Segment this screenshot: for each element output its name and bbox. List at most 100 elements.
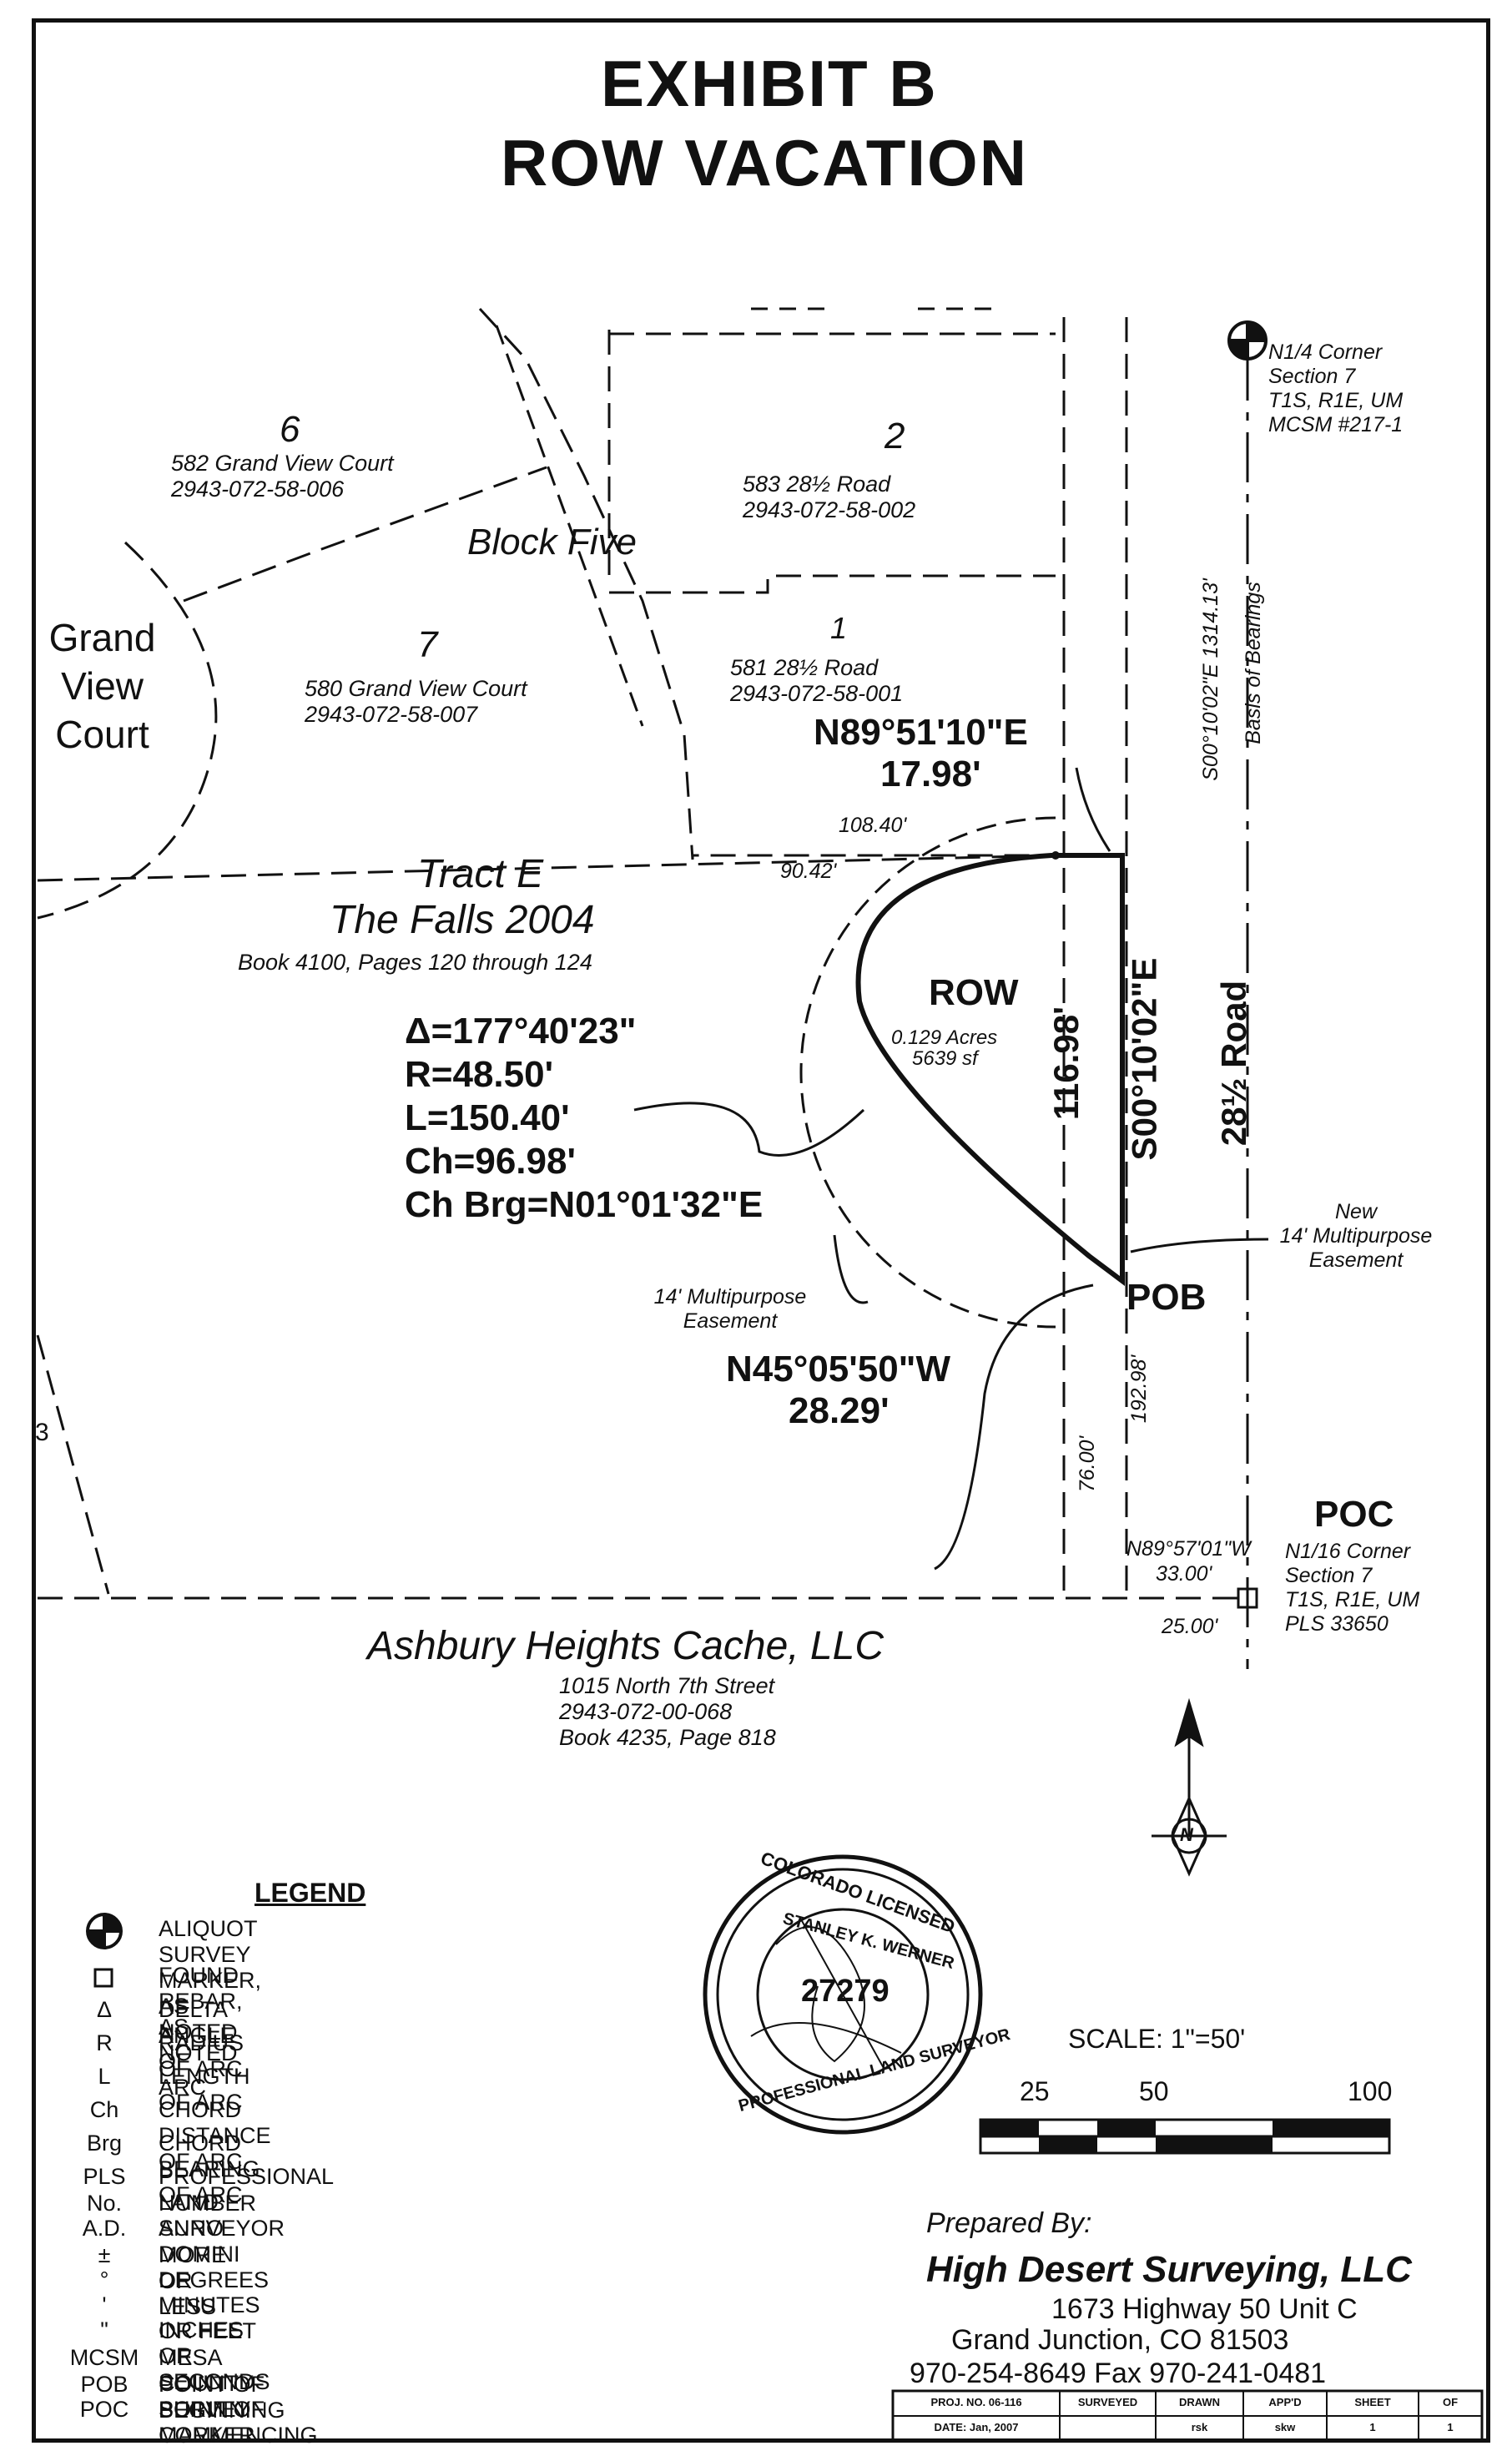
rebar-marker-icon: [1237, 1587, 1258, 1609]
easement-line: New: [1334, 1200, 1377, 1223]
owner-line: 1015 North 7th Street: [559, 1673, 775, 1698]
lot-address: 581 28½ Road: [730, 655, 879, 680]
tb-surveyed: SURVEYED: [1077, 2396, 1138, 2408]
lot-parcel: 2943-072-58-007: [305, 702, 478, 727]
corner-line: Section 7: [1268, 365, 1356, 388]
leader-sw: [934, 1283, 1094, 1571]
tb-appd-value: skw: [1274, 2421, 1296, 2433]
legend-symbol: MCSM: [69, 2345, 139, 2370]
company-address1: 1673 Highway 50 Unit C: [1051, 2293, 1358, 2325]
sw-line-bearing: N45°05'50"W: [726, 1349, 951, 1389]
lot-7-address: 580 Grand View Court 2943-072-58-007: [305, 676, 527, 728]
dim-90: 90.42': [780, 860, 837, 883]
prepared-by: Prepared By:: [926, 2207, 1092, 2239]
signature: [750, 1919, 902, 2070]
legend-text: DELTA ANGLE OF ARC: [159, 1997, 235, 2100]
legend-aliquot-fill: [88, 1914, 121, 1948]
poc-line: T1S, R1E, UM: [1285, 1588, 1420, 1611]
lot-6-address: 582 Grand View Court 2943-072-58-006: [171, 451, 394, 502]
poc-line: N1/16 Corner: [1285, 1540, 1411, 1563]
dim-192: 192.98': [1127, 1354, 1152, 1424]
title-line1: EXHIBIT B: [601, 47, 938, 120]
scale-label: SCALE: 1"=50': [1068, 2024, 1246, 2054]
lot-address: 580 Grand View Court: [305, 676, 527, 701]
row-sf: 5639 sf: [912, 1047, 978, 1070]
tb-sheet: SHEET: [1354, 2396, 1391, 2408]
aliquot-fill: [1229, 322, 1266, 359]
street-word: View: [61, 664, 144, 708]
legend-symbol: POC: [79, 2397, 129, 2422]
poc-title: POC: [1314, 1494, 1394, 1535]
owner-line: 2943-072-00-068: [559, 1699, 733, 1724]
road-label: 28½ Road: [1214, 980, 1254, 1147]
street-word: Grand: [48, 616, 156, 659]
dim-25: 25.00': [1162, 1615, 1218, 1638]
legend-rebar-icon: [93, 1968, 113, 1988]
north-line-dist: 17.98': [880, 754, 981, 794]
lot-7-number: 7: [417, 624, 438, 665]
legend-text: RADIUS OF ARC: [159, 2030, 244, 2081]
owner-line: Book 4235, Page 818: [559, 1725, 776, 1750]
scale-seg-4: [1156, 2136, 1273, 2153]
legend-text: FOUND REBAR, AS NOTED: [159, 1963, 243, 2065]
legend-symbol: PLS: [83, 2164, 126, 2189]
curve-chord-bearing: Ch Brg=N01°01'32"E: [405, 1184, 764, 1225]
legend-symbol: ': [102, 2292, 107, 2317]
legend-symbol: POB: [80, 2372, 129, 2397]
scale-seg-5: [1273, 2120, 1389, 2136]
legend-symbol: ±: [98, 2242, 111, 2267]
legend-symbol: L: [98, 2064, 111, 2089]
corner-line: T1S, R1E, UM: [1268, 389, 1404, 412]
lot-1-address: 581 28½ Road 2943-072-58-001: [730, 655, 903, 707]
legend-text: POINT OF COMMENCING: [159, 2397, 318, 2448]
grand-view-court-label: Grand View Court: [38, 613, 167, 759]
leader-curve: [633, 1102, 865, 1157]
tract-line: [37, 854, 1056, 882]
lot-2-number: 2: [885, 416, 905, 456]
lot-2-address: 583 28½ Road 2943-072-58-002: [743, 472, 915, 523]
curve-length: L=150.40': [405, 1097, 570, 1138]
lot-parcel: 2943-072-58-002: [743, 497, 916, 522]
seal-middle: [716, 1868, 970, 2121]
north-line-bearing: N89°51'10"E: [814, 712, 1028, 753]
leader-easement: [833, 1234, 869, 1304]
legend-title: LEGEND: [255, 1878, 366, 1908]
legend-text: MESA COUNTY SURVEY MARKER: [159, 2345, 255, 2448]
lot-1-number: 1: [830, 611, 848, 645]
leader-north: [1075, 767, 1111, 852]
lot-line-3: [36, 1334, 110, 1595]
scale-tick-50: 50: [1139, 2076, 1169, 2106]
row-acres: 0.129 Acres: [891, 1026, 998, 1049]
corner-line: MCSM #217-1: [1268, 413, 1404, 436]
lot-line-6-7: [183, 466, 547, 603]
old-easement-label: 14' Multipurpose Easement: [622, 1285, 839, 1334]
legend-text: MORE OR LESS: [159, 2242, 226, 2319]
legend-symbol: Brg: [86, 2131, 123, 2156]
n-quarter-corner: N1/4 Corner Section 7 T1S, R1E, UM MCSM …: [1268, 340, 1403, 437]
dim-108: 108.40': [839, 814, 907, 837]
row-parcel: [855, 853, 1125, 1286]
seal-inner: [756, 1908, 930, 2081]
legend-text: LENGTH OF ARC: [159, 2064, 250, 2115]
seal-number: 27279: [801, 1974, 890, 2009]
tb-appd: APP'D: [1268, 2396, 1302, 2408]
lot-parcel: 2943-072-58-006: [171, 477, 345, 502]
poc-text: N1/16 Corner Section 7 T1S, R1E, UM PLS …: [1285, 1540, 1419, 1636]
south-line-dist: 33.00': [1156, 1562, 1212, 1586]
tract-sub: The Falls 2004: [330, 898, 595, 942]
company-address2: Grand Junction, CO 81503: [951, 2324, 1289, 2356]
lot-line-west: [478, 307, 1056, 860]
legend-symbol: R: [96, 2030, 113, 2055]
new-easement-label: New 14' Multipurpose Easement: [1218, 1200, 1494, 1273]
south-line-bearing: N89°57'01"W: [1126, 1537, 1251, 1561]
tb-proj: PROJ. NO. 06-116: [930, 2396, 1022, 2408]
legend-text: NUMBER: [159, 2191, 257, 2216]
tb-of: OF: [1442, 2396, 1459, 2408]
lot-parcel: 2943-072-58-001: [730, 681, 904, 706]
basis-label: Basis of Bearings: [1241, 582, 1265, 744]
row-corner-dot: [1051, 851, 1060, 860]
company-name: High Desert Surveying, LLC: [926, 2249, 1412, 2290]
scale-seg-1: [980, 2120, 1039, 2136]
leader-new-easement: [1130, 1238, 1269, 1253]
corner-line: N1/4 Corner: [1268, 340, 1383, 364]
